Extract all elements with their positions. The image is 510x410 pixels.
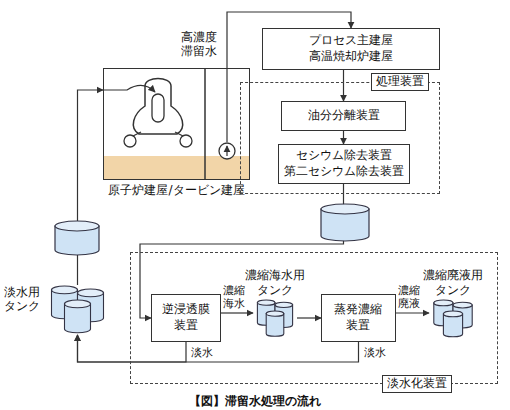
tank-body (266, 314, 284, 337)
region-heading: 淡水化装置 (382, 375, 452, 393)
tank-cluster (45, 285, 110, 335)
process-box: プロセス主建屋 高温焼却炉建屋 (262, 28, 440, 70)
tank-cluster (429, 299, 477, 339)
tank-group: 濃縮廃液用タンク (429, 299, 477, 339)
flow-label: 濃縮 海水 (223, 284, 246, 310)
figure-caption: 【図】滞留水処理の流れ (0, 394, 510, 408)
tank-label: 濃縮廃液用タンク (422, 268, 483, 297)
flow-arrow (396, 312, 429, 313)
flow-label: 淡水 (364, 346, 386, 359)
tank-body (443, 314, 462, 337)
vent-pipe (175, 132, 183, 136)
building-illustration (103, 68, 250, 180)
pump-arrow (226, 146, 227, 156)
suppression-chamber (180, 135, 192, 147)
process-box: セシウム除去装置 第二セシウム除去装置 (278, 144, 410, 184)
flow-label: 濃縮 廃液 (398, 284, 421, 310)
reactor-vessel (152, 94, 164, 122)
process-box: 蒸発濃縮装置 (321, 294, 396, 342)
system-region: 淡水化装置逆浸透膜装置濃縮海水用タンク蒸発濃縮装置濃縮廃液用タンク (130, 252, 498, 384)
building-box: 原子炉建屋/タービン建屋 (103, 68, 250, 180)
flow-label: 淡水 (191, 346, 213, 359)
vent-pipe (133, 132, 141, 136)
stagnant-water (103, 156, 250, 180)
tank-lid (65, 300, 91, 308)
tank-label: 淡水用タンク (4, 285, 41, 314)
tank-group: 淡水用タンク (45, 285, 110, 335)
pump-riser (226, 68, 227, 142)
system-region: 処理装置油分分離装置セシウム除去装置 第二セシウム除去装置 (240, 82, 440, 194)
box-label: 油分分離装置 (308, 108, 380, 124)
building-label: 原子炉建屋/タービン建屋 (108, 183, 244, 199)
flow-label: 高濃度 滞留水 (181, 30, 221, 59)
flow-arrow (78, 90, 104, 285)
box-label: プロセス主建屋 高温焼却炉建屋 (303, 33, 399, 64)
flow-arrow (297, 317, 321, 318)
tank-lid (257, 300, 275, 305)
flow-arrow (343, 70, 344, 101)
region-heading: 処理装置 (371, 73, 429, 91)
flow-arrow (343, 131, 344, 144)
suppression-chamber (124, 135, 136, 147)
tank-lid (275, 302, 293, 307)
box-label: 蒸発濃縮装置 (333, 302, 383, 333)
tank-lid (453, 302, 472, 308)
process-box: 逆浸透膜装置 (151, 294, 221, 342)
buffer-tank (55, 221, 99, 255)
injection-line (103, 85, 155, 92)
containment-vessel (133, 79, 182, 135)
tank-lid (266, 311, 284, 316)
tank-label: 濃縮海水用タンク (244, 268, 305, 297)
box-label: 逆浸透膜装置 (161, 302, 211, 333)
tank-lid (52, 286, 78, 294)
transfer-pump (219, 143, 235, 159)
buffer-tank (321, 204, 369, 241)
process-box: 油分分離装置 (281, 101, 406, 131)
box-label: セシウム除去装置 第二セシウム除去装置 (284, 148, 404, 179)
tank-lid (443, 311, 462, 317)
building-partition (204, 68, 206, 180)
flow-arrow (221, 312, 253, 313)
tank-group: 濃縮海水用タンク (253, 299, 297, 339)
tank-cluster (253, 299, 297, 339)
tank-lid (78, 289, 104, 297)
tank-lid (434, 300, 453, 306)
